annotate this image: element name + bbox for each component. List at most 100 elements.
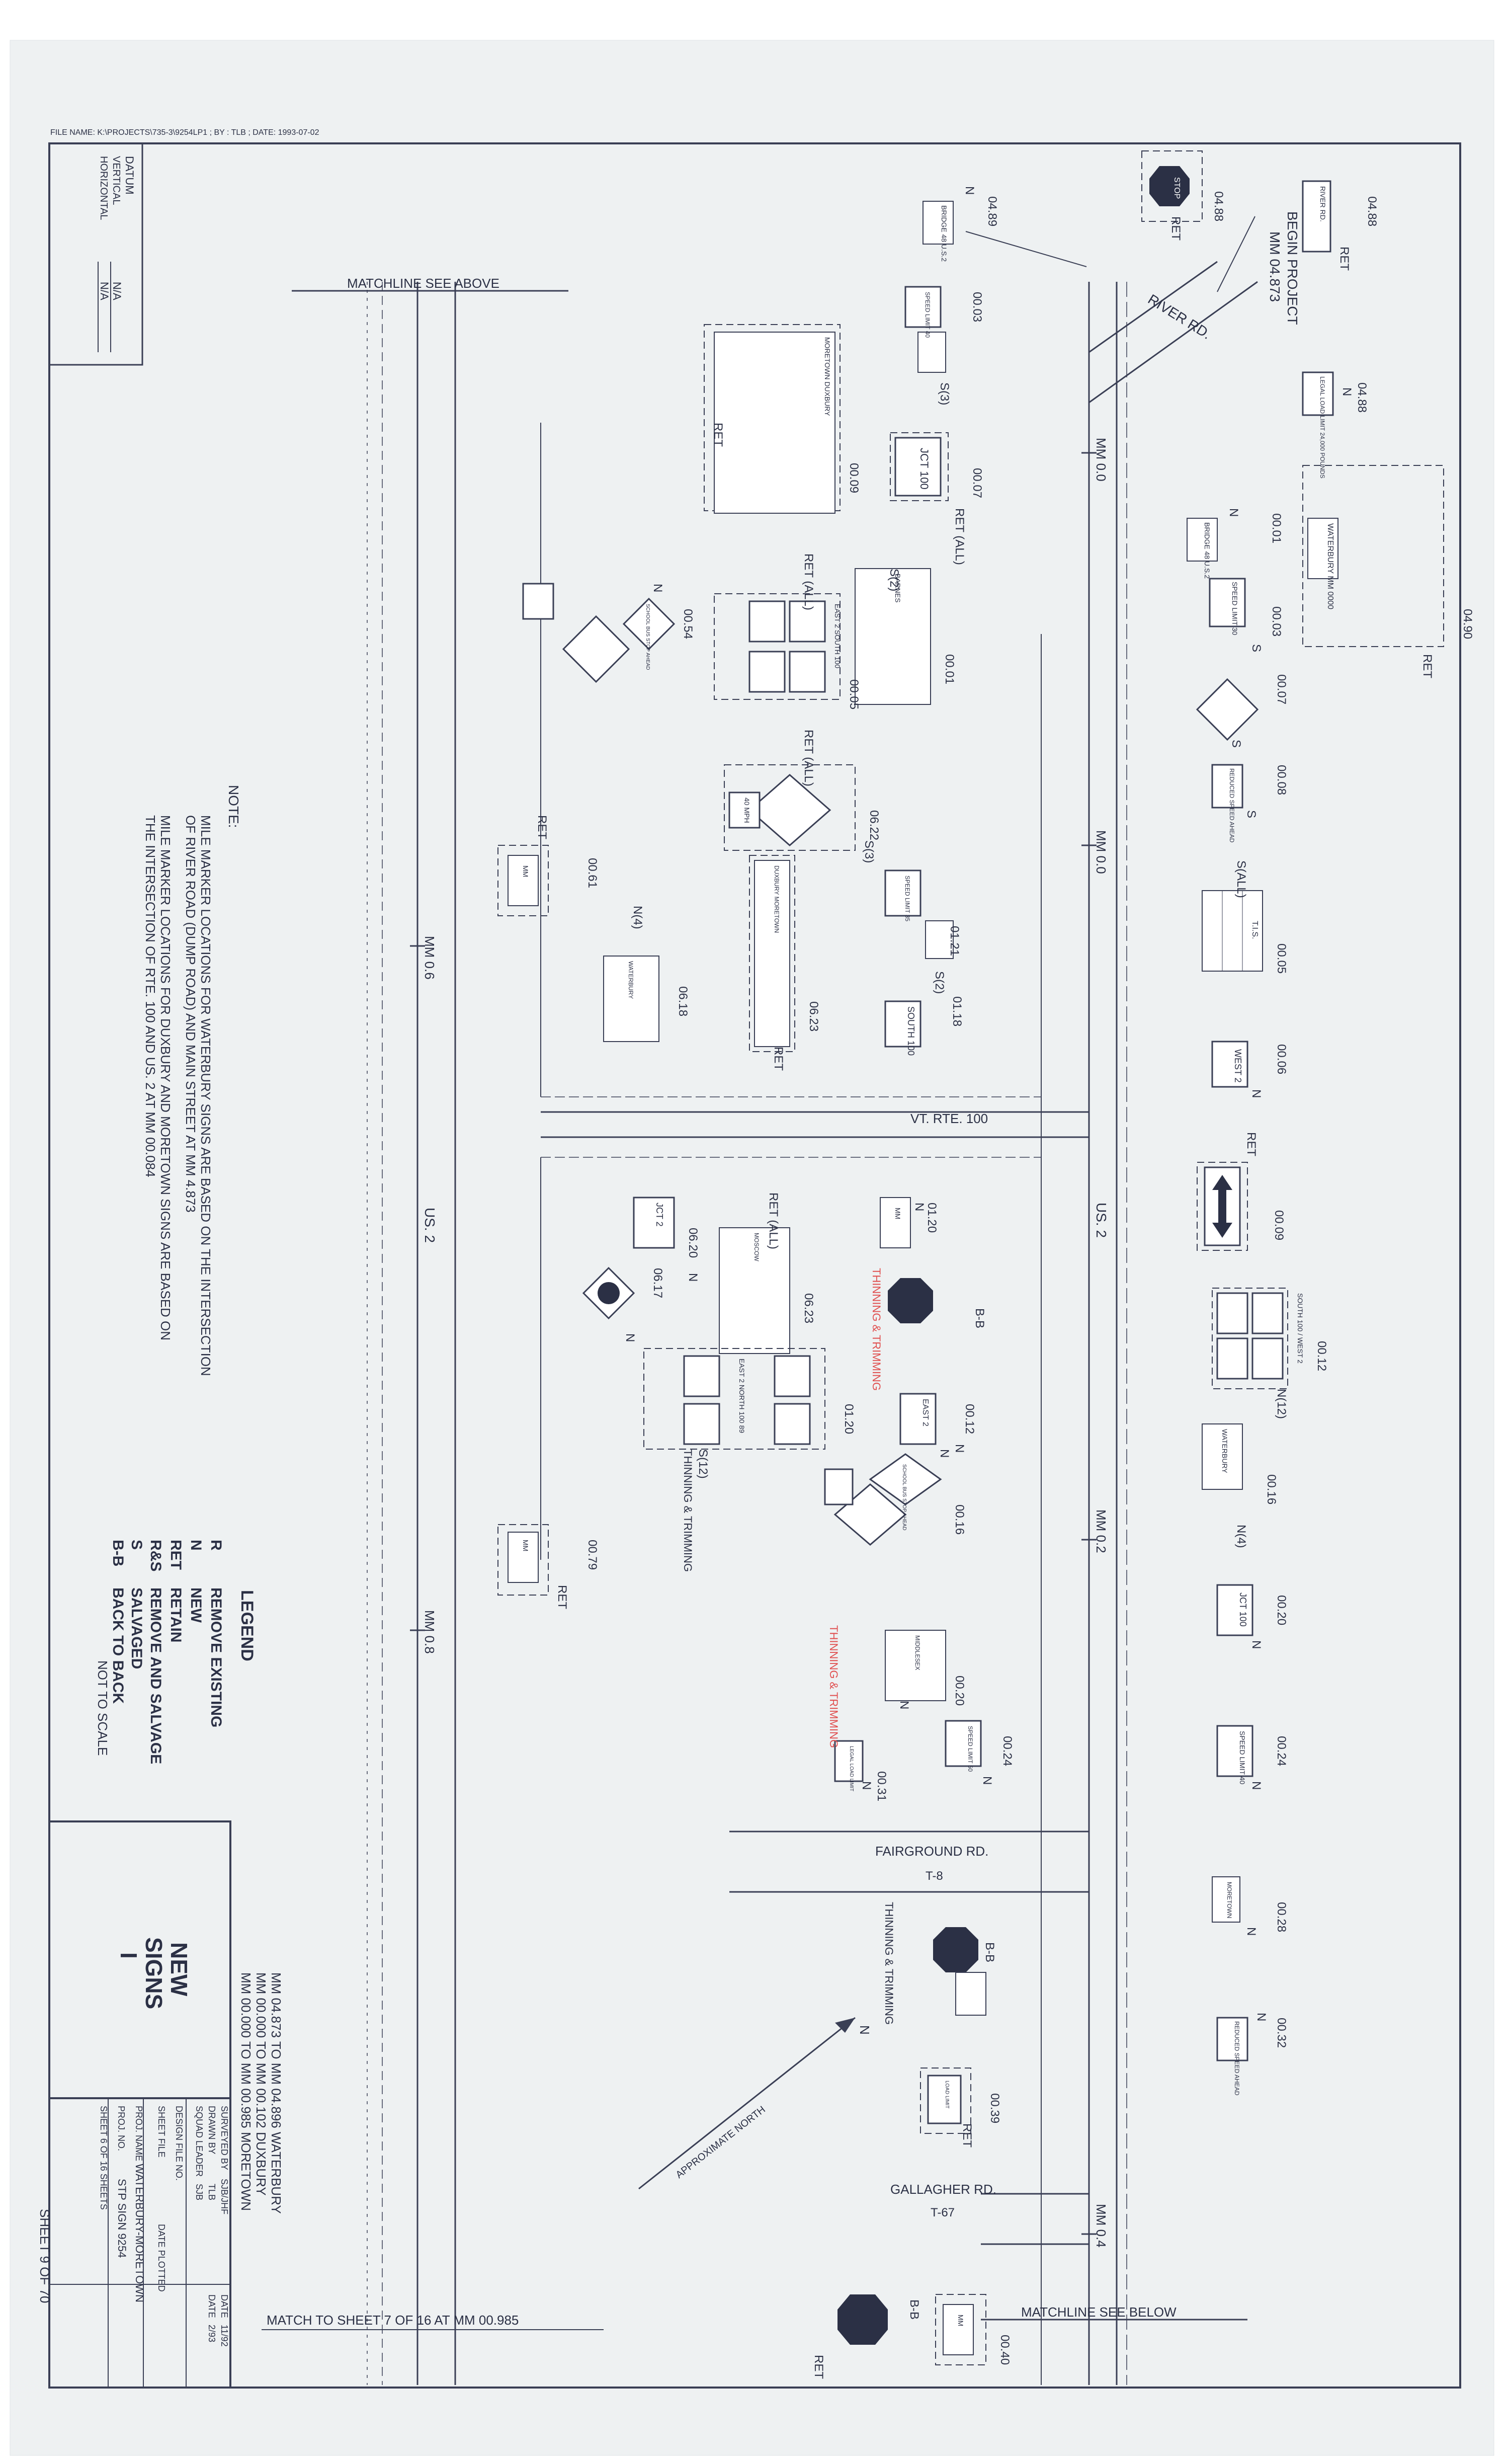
svg-text:RET: RET <box>960 2123 974 2148</box>
svg-text:01.20: 01.20 <box>842 1404 856 1434</box>
svg-text:00.08: 00.08 <box>1275 765 1288 795</box>
svg-text:N: N <box>651 584 664 592</box>
svg-text:BACK TO BACK: BACK TO BACK <box>110 1587 126 1704</box>
svg-text:THINNING & TRIMMING: THINNING & TRIMMING <box>827 1625 840 1748</box>
svg-text:S: S <box>1229 740 1243 748</box>
svg-text:MILE MARKER LOCATIONS FOR DUXB: MILE MARKER LOCATIONS FOR DUXBURY AND MO… <box>158 815 173 1340</box>
svg-text:SIGNS: SIGNS <box>141 1937 167 2009</box>
svg-text:RET: RET <box>1337 247 1351 271</box>
vt100-label: VT. RTE. 100 <box>910 1111 988 1126</box>
svg-text:00.03: 00.03 <box>970 292 984 322</box>
svg-text:01.18: 01.18 <box>950 996 964 1026</box>
svg-text:DATE: DATE <box>219 2294 229 2318</box>
svg-text:LEGAL LOAD LIMIT: LEGAL LOAD LIMIT <box>849 1746 854 1791</box>
svg-text:N: N <box>188 1540 204 1551</box>
milepost: MM 0.0 <box>1094 830 1109 874</box>
milepost: MM 0.0 <box>1094 438 1109 482</box>
svg-text:S(3): S(3) <box>938 382 951 405</box>
gallagher-label: GALLAGHER RD. <box>890 2182 996 2197</box>
sign-0490-waterbury: 04.90 RET WATERBURY MM 0000 <box>1302 465 1474 678</box>
svg-text:RET: RET <box>555 1585 569 1609</box>
svg-text:N(4): N(4) <box>631 906 644 929</box>
svg-text:JCT 100: JCT 100 <box>918 448 931 490</box>
svg-text:00.79: 00.79 <box>585 1540 599 1570</box>
svg-text:JCT 100: JCT 100 <box>1238 1593 1248 1627</box>
sign-0488-load-limit: 04.88 N LEGAL LOAD LIMIT 24,000 POUNDS <box>1302 371 1369 479</box>
svg-text:DESIGN FILE NO.: DESIGN FILE NO. <box>174 2106 184 2181</box>
sheet-total: SHEET 9 OF 70 <box>37 2209 52 2303</box>
svg-text:S(3): S(3) <box>862 840 876 863</box>
svg-text:SPEED LIMIT 35: SPEED LIMIT 35 <box>904 876 911 921</box>
svg-text:00.16: 00.16 <box>953 1504 966 1535</box>
svg-text:SJB/JHF: SJB/JHF <box>219 2179 229 2214</box>
svg-text:04.88: 04.88 <box>1212 191 1225 221</box>
sign-0016-waterbury: 00.16 N(4) WATERBURY <box>1202 1423 1278 1548</box>
svg-text:WATERBURY: WATERBURY <box>627 961 634 999</box>
us2-upper-label: US. 2 <box>1094 1203 1109 1238</box>
svg-text:RET (ALL): RET (ALL) <box>767 1193 780 1249</box>
svg-text:RET: RET <box>812 2355 825 2379</box>
sign-mid-0620-jct2: 06.20 N JCT 2 <box>633 1197 700 1282</box>
svg-text:06.23: 06.23 <box>802 1293 815 1323</box>
svg-text:06.20: 06.20 <box>686 1228 700 1258</box>
svg-text:SQUAD LEADER: SQUAD LEADER <box>194 2106 204 2177</box>
sign-0012-route-assembly: 00.12 N(12) SOUTH 100 / WEST 2 <box>1212 1288 1328 1419</box>
svg-text:RET: RET <box>535 815 549 839</box>
sign-mid-0009-moretown: 00.09 RET MORETOWN DUXBURY <box>704 324 861 514</box>
svg-text:SHEET FILE: SHEET FILE <box>156 2106 166 2158</box>
svg-text:DATE PLOTTED: DATE PLOTTED <box>156 2224 166 2292</box>
svg-text:MIDDLESEX: MIDDLESEX <box>914 1635 921 1670</box>
svg-text:SURVEYED BY: SURVEYED BY <box>219 2106 229 2170</box>
legend: LEGEND R REMOVE EXISTING N NEW RET RETAI… <box>95 1540 257 1764</box>
svg-text:00.12: 00.12 <box>1315 1341 1328 1371</box>
svg-text:THE INTERSECTION OF RTE. 100 A: THE INTERSECTION OF RTE. 100 AND US. 2 A… <box>143 815 158 1177</box>
svg-text:00.28: 00.28 <box>1275 1902 1288 1932</box>
svg-text:N: N <box>1249 1089 1263 1098</box>
svg-text:WATERBURY MM 0000: WATERBURY MM 0000 <box>1326 523 1334 609</box>
svg-text:NEW: NEW <box>166 1942 192 1997</box>
svg-text:01.21: 01.21 <box>948 926 961 956</box>
svg-text:01.20: 01.20 <box>925 1203 939 1233</box>
svg-text:RET: RET <box>1420 654 1434 678</box>
sign-0488-river-rd: 04.88 RET RIVER RD. <box>1302 180 1379 271</box>
matchline-sheet: MATCH TO SHEET 7 OF 16 AT MM 00.985 <box>267 2313 519 2328</box>
svg-text:00.07: 00.07 <box>1275 674 1288 704</box>
svg-text:N(4): N(4) <box>1234 1525 1248 1548</box>
svg-text:00.16: 00.16 <box>1265 1474 1278 1504</box>
svg-text:RET: RET <box>711 423 725 447</box>
svg-text:WATERBURY-MORETOWN: WATERBURY-MORETOWN <box>133 2164 146 2302</box>
svg-text:00.01: 00.01 <box>1270 513 1283 543</box>
svg-text:RET: RET <box>1244 1132 1258 1156</box>
svg-text:N: N <box>686 1273 700 1282</box>
sign-mid-0003-speed40: 00.03 S(3) SPEED LIMIT 40 <box>904 286 984 405</box>
stop-sign-icon <box>933 1927 978 1972</box>
svg-text:BRIDGE 48 U.S.2: BRIDGE 48 U.S.2 <box>940 205 948 262</box>
sign-0024-speed40: 00.24 N SPEED LIMIT 40 <box>1216 1725 1288 1790</box>
svg-text:TLB: TLB <box>207 2184 217 2200</box>
svg-text:SPEED LIMIT 50: SPEED LIMIT 50 <box>967 1726 974 1772</box>
svg-text:S: S <box>1249 644 1263 652</box>
sign-mid-0016-school-bus: 00.16 N SCHOOL BUS STOP AHEAD <box>824 1449 966 1546</box>
svg-text:04.89: 04.89 <box>985 196 999 226</box>
svg-text:NEW: NEW <box>188 1587 204 1623</box>
svg-text:MM 00.000 TO MM 00.985 MORETOW: MM 00.000 TO MM 00.985 MORETOWN <box>238 1972 254 2211</box>
gallagher-t-label: T-67 <box>931 2206 955 2219</box>
svg-text:00.39: 00.39 <box>988 2093 1001 2123</box>
svg-text:00.24: 00.24 <box>1275 1736 1288 1766</box>
svg-text:SALVAGED: SALVAGED <box>128 1587 145 1669</box>
svg-text:DATE: DATE <box>207 2294 217 2318</box>
sign-group-mid: 00.03 S(3) SPEED LIMIT 40 00.07 RET (ALL… <box>497 286 1014 2379</box>
svg-text:N: N <box>897 1701 911 1709</box>
sign-mid-0012-east2: 00.12 N EAST 2 <box>899 1393 976 1453</box>
sign-mid-0120-mm: 01.20 N MM <box>880 1197 939 1248</box>
svg-text:RET: RET <box>1169 216 1183 241</box>
milepost: MM 0.8 <box>422 1610 437 1654</box>
svg-text:N: N <box>912 1203 926 1211</box>
sign-mid-0054-school-bus: 00.54 N SCHOOL BUS STOP AHEAD <box>522 583 695 683</box>
svg-text:OF RIVER ROAD (DUMP ROAD) AND: OF RIVER ROAD (DUMP ROAD) AND MAIN STREE… <box>183 815 198 1213</box>
svg-text:06.22: 06.22 <box>867 810 881 840</box>
svg-text:REMOVE AND SALVAGE: REMOVE AND SALVAGE <box>147 1587 164 1764</box>
svg-text:RIVER RD.: RIVER RD. <box>1319 186 1327 222</box>
svg-text:00.05: 00.05 <box>1275 943 1288 974</box>
